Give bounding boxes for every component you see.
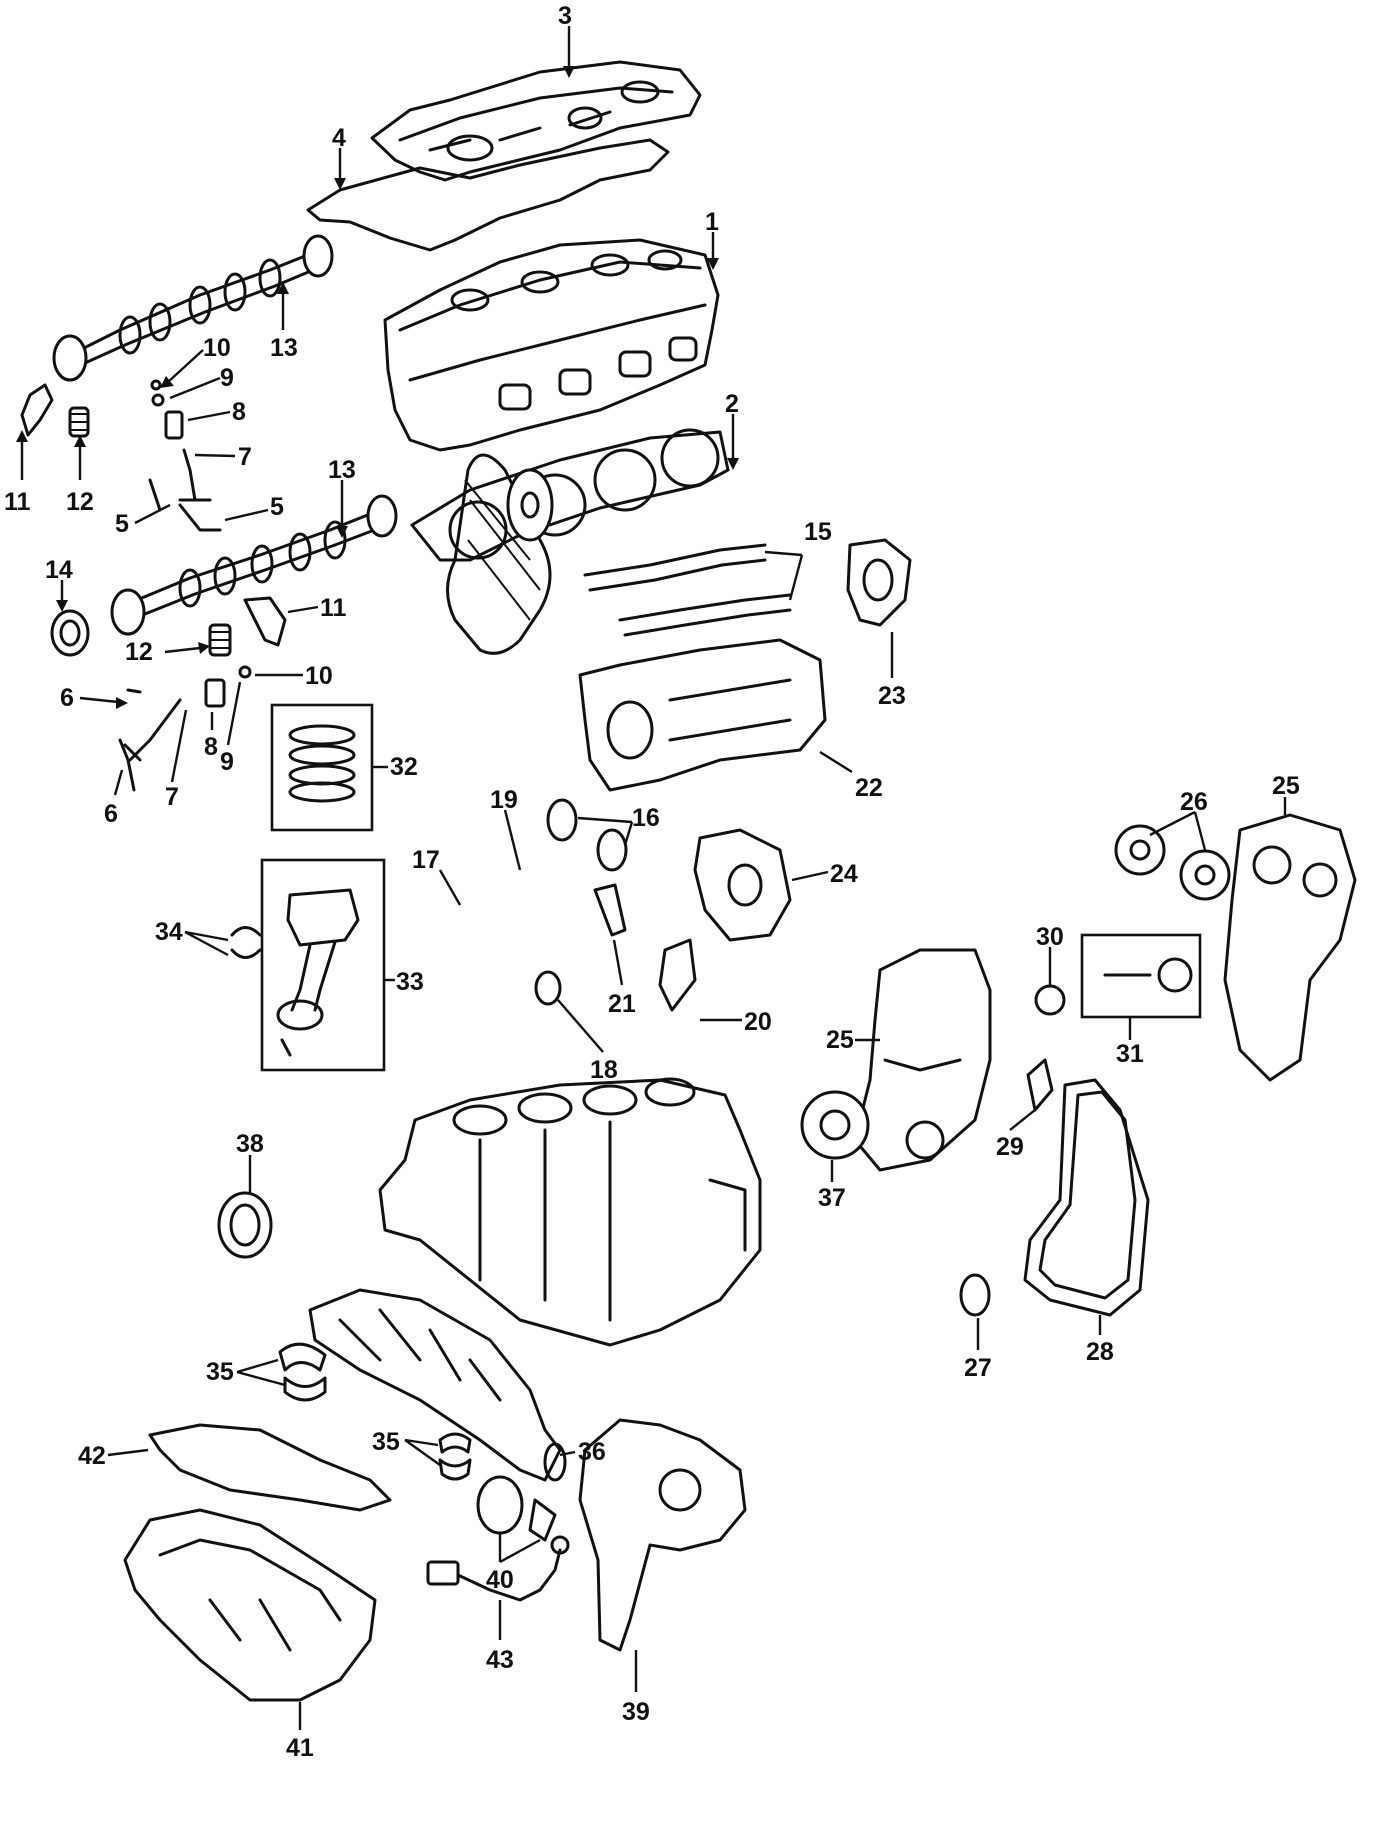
callout-36: 36 <box>578 1438 606 1466</box>
part-valve-cover <box>370 60 702 182</box>
part-balance-shaft-carrier <box>578 638 827 792</box>
callout-22: 22 <box>855 774 883 802</box>
callout-23: 23 <box>878 682 906 710</box>
callout-19: 19 <box>490 786 518 814</box>
callout-5-right: 5 <box>270 493 284 521</box>
callout-29: 29 <box>996 1133 1024 1161</box>
callout-26: 26 <box>1180 788 1208 816</box>
callout-10-lower: 10 <box>305 662 333 690</box>
callout-13-upper: 13 <box>270 334 298 362</box>
callout-1: 1 <box>705 208 719 236</box>
part-bracket-29 <box>1026 1058 1054 1112</box>
part-crank-damper <box>800 1090 870 1160</box>
callout-42: 42 <box>78 1442 106 1470</box>
part-valve-cover-gasket <box>306 138 670 252</box>
part-valvetrain-upper <box>20 379 222 532</box>
callout-9-lower: 9 <box>220 748 234 776</box>
callout-16: 16 <box>632 804 660 832</box>
callout-4: 4 <box>332 124 346 152</box>
part-piston-rings <box>270 703 374 832</box>
part-cam-pulleys <box>1114 824 1231 901</box>
part-thermostat-housing <box>846 538 912 627</box>
callout-7-upper: 7 <box>238 443 252 471</box>
part-tensioner-arm <box>658 938 697 1012</box>
callout-8-lower: 8 <box>204 733 218 761</box>
part-sensor-43 <box>426 1535 570 1602</box>
part-idler-30 <box>1034 984 1066 1016</box>
callout-8-upper: 8 <box>232 398 246 426</box>
callout-32: 32 <box>390 753 418 781</box>
callout-labels: 3 4 1 2 13 13 10 9 8 7 5 5 11 12 14 11 1… <box>4 2 1300 1762</box>
part-camshaft-upper <box>52 234 334 382</box>
callout-11-upper: 11 <box>4 488 31 516</box>
callout-28: 28 <box>1086 1338 1114 1366</box>
part-oil-pan-gasket <box>148 1423 392 1512</box>
callout-17: 17 <box>412 846 440 874</box>
callout-39: 39 <box>622 1698 650 1726</box>
part-tensioner-31 <box>1080 933 1202 1019</box>
callout-35-upper: 35 <box>206 1358 234 1386</box>
part-timing-belt <box>1023 1078 1150 1317</box>
part-timing-sprocket-27 <box>959 1273 991 1317</box>
callout-6-lower: 6 <box>104 800 118 828</box>
callout-5-left: 5 <box>115 510 129 538</box>
callout-25-front: 25 <box>826 1026 854 1054</box>
part-crank-sprocket <box>534 970 562 1006</box>
part-camshaft-lower <box>110 494 398 636</box>
part-oil-screen <box>476 1475 557 1542</box>
part-rod-bearings <box>230 926 262 959</box>
part-valvetrain-lower <box>118 596 287 792</box>
callout-27: 27 <box>964 1354 992 1382</box>
part-crankshaft <box>308 1288 567 1482</box>
part-cam-sprocket <box>506 468 554 542</box>
leader-lines <box>16 26 1287 1730</box>
part-rear-main-seal <box>217 1191 273 1259</box>
callout-41: 41 <box>286 1734 314 1762</box>
part-oil-pump <box>578 1418 747 1652</box>
callout-38: 38 <box>236 1130 264 1158</box>
callout-18: 18 <box>590 1056 618 1084</box>
callout-30: 30 <box>1036 923 1064 951</box>
callout-21: 21 <box>608 990 636 1018</box>
callout-40: 40 <box>486 1566 514 1594</box>
part-timing-chain <box>446 453 552 655</box>
callout-11-lower: 11 <box>320 594 347 622</box>
callout-3: 3 <box>558 2 572 30</box>
callout-6-upper: 6 <box>60 684 74 712</box>
part-cylinder-head <box>383 238 720 452</box>
callout-2: 2 <box>725 390 739 418</box>
part-oil-pan <box>123 1508 377 1702</box>
callout-37: 37 <box>818 1184 846 1212</box>
callout-15: 15 <box>804 518 832 546</box>
callout-14: 14 <box>45 556 73 584</box>
callout-20: 20 <box>744 1008 772 1036</box>
part-main-bearings-upper <box>278 1342 327 1402</box>
callout-12-upper: 12 <box>66 488 94 516</box>
callout-25-rear: 25 <box>1272 772 1300 800</box>
part-timing-cover-rear <box>1223 813 1357 1082</box>
callout-31: 31 <box>1116 1040 1144 1068</box>
callout-10-upper: 10 <box>203 334 231 362</box>
part-balance-shafts <box>583 543 792 637</box>
part-sprockets-16 <box>546 798 628 872</box>
callout-35-lower: 35 <box>372 1428 400 1456</box>
callout-43: 43 <box>486 1646 514 1674</box>
part-cam-seal <box>50 609 90 657</box>
part-main-bearings-lower <box>438 1432 472 1481</box>
callout-9-upper: 9 <box>220 364 234 392</box>
callout-33: 33 <box>396 968 424 996</box>
part-piston-rod <box>260 858 386 1072</box>
callout-13-lower: 13 <box>328 456 356 484</box>
callout-7-lower: 7 <box>165 783 179 811</box>
callout-24: 24 <box>830 860 858 888</box>
callout-12-lower: 12 <box>125 638 153 666</box>
part-front-cover-24 <box>693 828 792 942</box>
part-chain-guide <box>593 883 627 937</box>
part-timing-cover-front <box>853 948 992 1172</box>
part-engine-block <box>378 1077 762 1347</box>
part-head-gasket <box>410 428 730 562</box>
callout-34: 34 <box>155 918 183 946</box>
